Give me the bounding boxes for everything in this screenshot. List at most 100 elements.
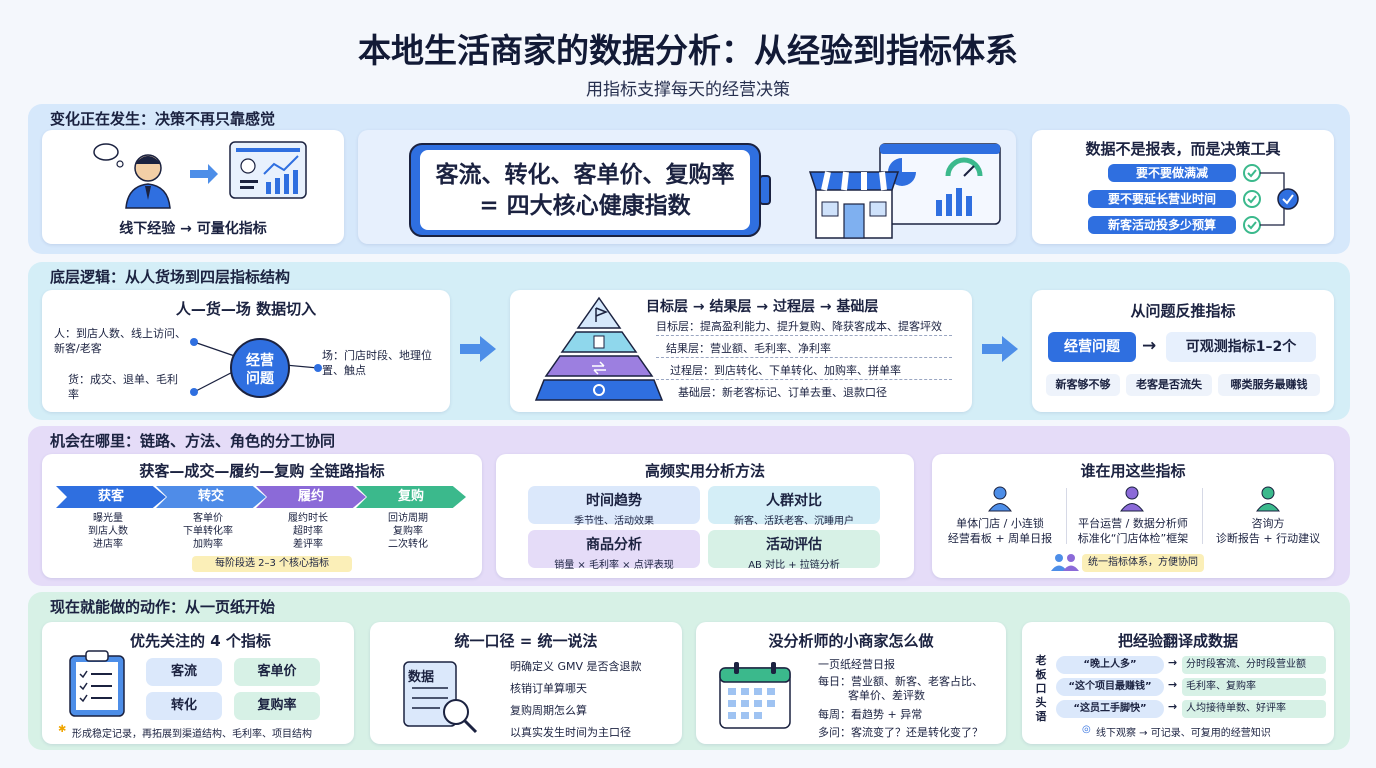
- who-uses-footer: 统一指标体系，方便协同: [1082, 554, 1204, 572]
- layer-row: 结果层：营业额、毛利率、净利率: [666, 342, 831, 355]
- problem-example: 哪类服务最赚钱: [1218, 374, 1320, 396]
- metric: 差评率: [293, 539, 323, 550]
- card-small-merchant: 没分析师的小商家怎么做 一页纸经营日报 每日：营业额、新客、老客占比、 客单价、…: [696, 622, 1006, 744]
- card-four-layers: 目标层 → 结果层 → 过程层 → 基础层 目标层：提高盈利能力、提升复购、降获…: [510, 290, 972, 412]
- role: 咨询方 诊断报告 + 行动建议: [1208, 516, 1328, 546]
- card-unified-definition: 统一口径 = 统一说法 数据 明确定义 GMV 是否含退款 核销订单算哪天 复购…: [370, 622, 682, 744]
- card-decision-tool: 数据不是报表，而是决策工具 要不要做满减 要不要延长营业时间 新客活动投多少预算: [1032, 130, 1334, 244]
- report-line: 多问：客流变了？还是转化变了？: [818, 726, 983, 739]
- metric: 超时率: [293, 526, 323, 537]
- experience-to-metrics-label: 线下经验 → 可量化指标: [42, 218, 344, 238]
- metric: 履约时长: [288, 513, 328, 524]
- pgp-place: 场：门店时段、地理位置、触点: [322, 349, 432, 377]
- section-opportunity: 机会在哪里：链路、方法、角色的分工协同 获客—成交—履约—复购 全链路指标 获客…: [28, 426, 1350, 586]
- bulb-icon: ✱: [58, 724, 67, 735]
- card-health-index: 客流、转化、客单价、复购率 = 四大核心健康指数: [358, 130, 1016, 244]
- stage-metrics: 客单价 下单转化率 加购率: [168, 512, 248, 551]
- card-people-goods-place: 人—货—场 数据切入 经营问题 人：到店人数、线上访问、新客/老客 货：成交、退…: [42, 290, 450, 412]
- decision-item: 新客活动投多少预算: [1088, 216, 1236, 234]
- arrow-right-icon: [982, 336, 1018, 362]
- role-name: 咨询方: [1251, 517, 1285, 530]
- full-chain-title: 获客—成交—履约—复购 全链路指标: [139, 462, 385, 480]
- user-icon: [1120, 486, 1144, 512]
- card-problem-to-metric: 从问题反推指标 经营问题 → 可观测指标1–2个 新客够不够 老客是否流失 哪类…: [1032, 290, 1334, 412]
- metric: 回访周期: [388, 513, 428, 524]
- section-actions: 现在就能做的动作：从一页纸开始 优先关注的 4 个指标 客流 客单价 转化 复购…: [28, 592, 1350, 750]
- metric: 曝光量: [93, 513, 123, 524]
- saying: “晚上人多”: [1056, 656, 1164, 674]
- who-uses-title: 谁在用这些指标: [1080, 462, 1186, 480]
- exp-data-title: 把经验翻译成数据: [1117, 632, 1238, 650]
- definition-item: 复购周期怎么算: [510, 704, 587, 717]
- health-index-line2: = 四大核心健康指数: [479, 193, 691, 219]
- health-index-line1: 客流、转化、客单价、复购率: [435, 162, 735, 188]
- card-who-uses: 谁在用这些指标 单体门店 / 小连锁 经营看板 + 周单日报 平台运营 / 数据…: [932, 454, 1334, 578]
- chip-conversion: 转化: [146, 692, 222, 720]
- divider: [656, 379, 952, 380]
- data-document-icon: [403, 661, 478, 734]
- role-desc: 诊断报告 + 行动建议: [1215, 532, 1321, 545]
- to-label: 可量化指标: [196, 221, 267, 237]
- metric-box: 可观测指标1–2个: [1166, 332, 1316, 362]
- method-desc: 销量 × 毛利率 × 点评表现: [554, 560, 674, 571]
- arrow: →: [1168, 700, 1178, 713]
- four-metrics-note: 形成稳定记录，再拓展到渠道结构、毛利率、项目结构: [72, 729, 312, 740]
- metric: 二次转化: [388, 539, 428, 550]
- team-icon: [1051, 554, 1079, 571]
- metric: 客单价: [193, 513, 223, 524]
- method-name: 商品分析: [586, 537, 642, 553]
- stage-repurchase: 复购: [356, 486, 466, 508]
- section-title: 现在就能做的动作：从一页纸开始: [50, 598, 276, 616]
- section-title: 变化正在发生：决策不再只靠感觉: [50, 110, 276, 128]
- chain-note: 每阶段选 2–3 个核心指标: [192, 556, 352, 572]
- page-title: 本地生活商家的数据分析：从经验到指标体系: [358, 31, 1018, 70]
- divider: [656, 357, 952, 358]
- pyramid-icon: [534, 296, 664, 401]
- metric: 加购率: [193, 539, 223, 550]
- layer-row: 过程层：到店转化、下单转化、加购率、拼单率: [670, 364, 901, 377]
- role-name: 平台运营 / 数据分析师: [1078, 517, 1188, 530]
- saying: “这个项目最赚钱”: [1056, 678, 1164, 696]
- report-line: 每周：看趋势 + 异常: [818, 708, 923, 721]
- binoculars-icon: ◎: [1082, 724, 1091, 735]
- page-subtitle: 用指标支撑每天的经营决策: [586, 80, 790, 100]
- chain-stages: 获客 转交 履约 复购: [56, 486, 470, 508]
- check-flow-icon: [1243, 164, 1299, 234]
- stage-metrics: 回访周期 复购率 二次转化: [368, 512, 448, 551]
- metric: 复购率: [393, 526, 423, 537]
- boss-saying-label: 老板口头语: [1035, 654, 1047, 723]
- metric-translation: 人均接待单数、好评率: [1182, 700, 1326, 718]
- role-desc: 标准化“门店体检”框架: [1077, 532, 1189, 545]
- metric-translation: 毛利率、复购率: [1182, 678, 1326, 696]
- pgp-title: 人—货—场 数据切入: [175, 300, 317, 318]
- method-crowd-compare: 人群对比 新客、活跃老客、沉睡用户: [708, 486, 880, 527]
- four-metrics-title: 优先关注的 4 个指标: [130, 632, 271, 650]
- definition-item: 明确定义 GMV 是否含退款: [510, 660, 642, 673]
- divider: [1066, 488, 1067, 544]
- pgp-center: 经营问题: [230, 338, 290, 398]
- method-name: 人群对比: [766, 493, 822, 509]
- problem-example: 新客够不够: [1046, 374, 1120, 396]
- stage-metrics: 履约时长 超时率 差评率: [268, 512, 348, 551]
- calendar-icon: [719, 662, 791, 729]
- method-campaign: 活动评估 AB 对比 + 拉链分析: [708, 530, 880, 571]
- divider: [1202, 488, 1203, 544]
- definition-item: 以真实发生时间为主口径: [510, 726, 631, 739]
- arrow: →: [1168, 656, 1178, 669]
- arrow: →: [1142, 336, 1157, 356]
- layers-title: 目标层 → 结果层 → 过程层 → 基础层: [646, 299, 879, 315]
- decision-item: 要不要做满减: [1108, 164, 1236, 182]
- decision-item: 要不要延长营业时间: [1088, 190, 1236, 208]
- report-line: 一页纸经营日报: [818, 658, 895, 671]
- metric: 到店人数: [88, 526, 128, 537]
- decision-tool-title: 数据不是报表，而是决策工具: [1085, 140, 1281, 158]
- report-line: 客单价、差评数: [848, 689, 925, 702]
- storefront-dashboard-icon: [808, 143, 1001, 239]
- section-title: 机会在哪里：链路、方法、角色的分工协同: [50, 432, 336, 450]
- methods-title: 高频实用分析方法: [644, 462, 765, 480]
- small-merchant-title: 没分析师的小商家怎么做: [768, 632, 934, 650]
- data-icon-label: 数据: [408, 670, 435, 685]
- metric: 进店率: [93, 539, 123, 550]
- metric: 下单转化率: [183, 526, 233, 537]
- definition-item: 核销订单算哪天: [510, 682, 587, 695]
